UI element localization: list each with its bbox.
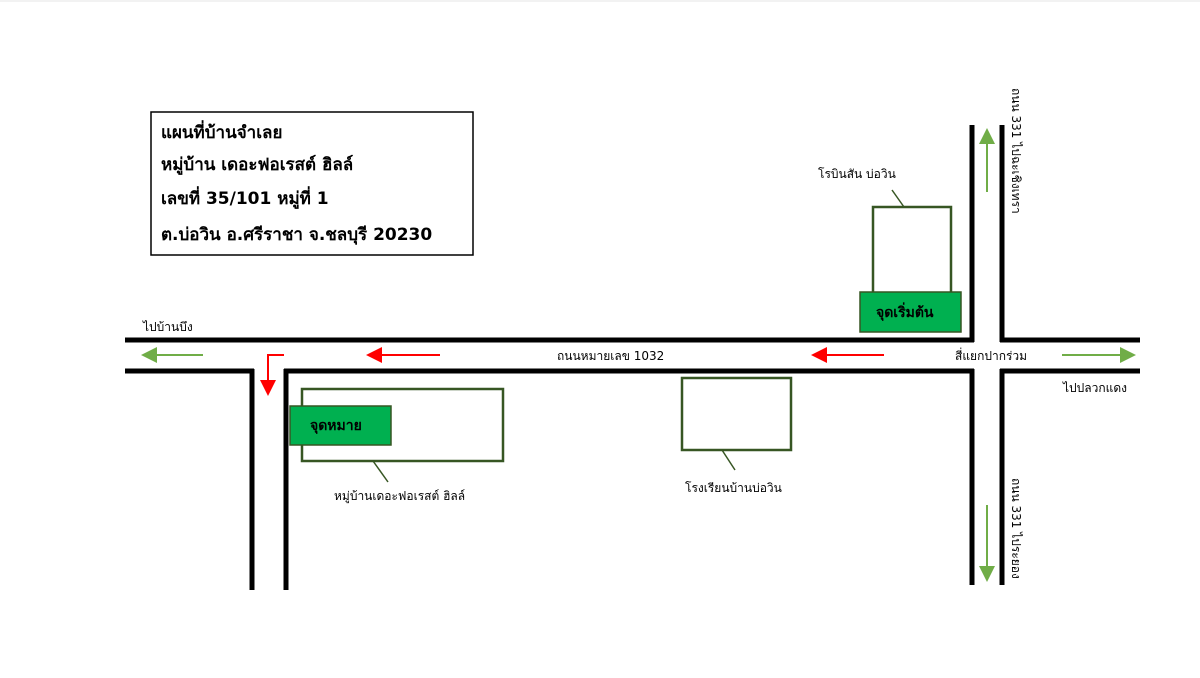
label-school: โรงเรียนบ้านบ่อวิน [685,481,782,495]
title-line-3: เลขที่ 35/101 หมู่ที่ 1 [161,186,329,210]
label-to-ban-bueng: ไปบ้านบึง [142,320,193,334]
title-line-4: ต.บ่อวิน อ.ศรีราชา จ.ชลบุรี 20230 [161,224,432,245]
robinson-building: โรบินสัน บ่อวิน [818,167,953,304]
label-start-point: จุดเริ่มต้น [876,302,934,321]
label-village: หมู่บ้านเดอะฟอเรสต์ ฮิลล์ [334,489,465,504]
roads [125,125,1140,590]
start-point-marker: จุดเริ่มต้น [859,291,962,333]
label-road-1032: ถนนหมายเลข 1032 [557,349,664,363]
label-to-pluak-daeng: ไปปลวกแดง [1062,381,1127,395]
school-building: โรงเรียนบ้านบ่อวิน [680,376,793,495]
label-road-331-north: ถนน 331 ไปฉะเชิงเทรา [1009,88,1023,214]
label-road-331-south: ถนน 331 ไประยอง [1009,478,1023,579]
label-robinson: โรบินสัน บ่อวิน [818,167,896,181]
route-turn-arrow-icon [260,354,284,396]
label-destination: จุดหมาย [310,418,362,434]
title-line-1: แผนที่บ้านจำเลย [161,120,282,143]
title-box: แผนที่บ้านจำเลย หมู่บ้าน เดอะฟอเรสต์ ฮิล… [150,111,474,256]
label-intersection: สี่แยกปากร่วม [955,347,1027,363]
destination-marker: จุดหมาย [289,405,392,446]
title-line-2: หมู่บ้าน เดอะฟอเรสต์ ฮิลล์ [161,154,353,176]
